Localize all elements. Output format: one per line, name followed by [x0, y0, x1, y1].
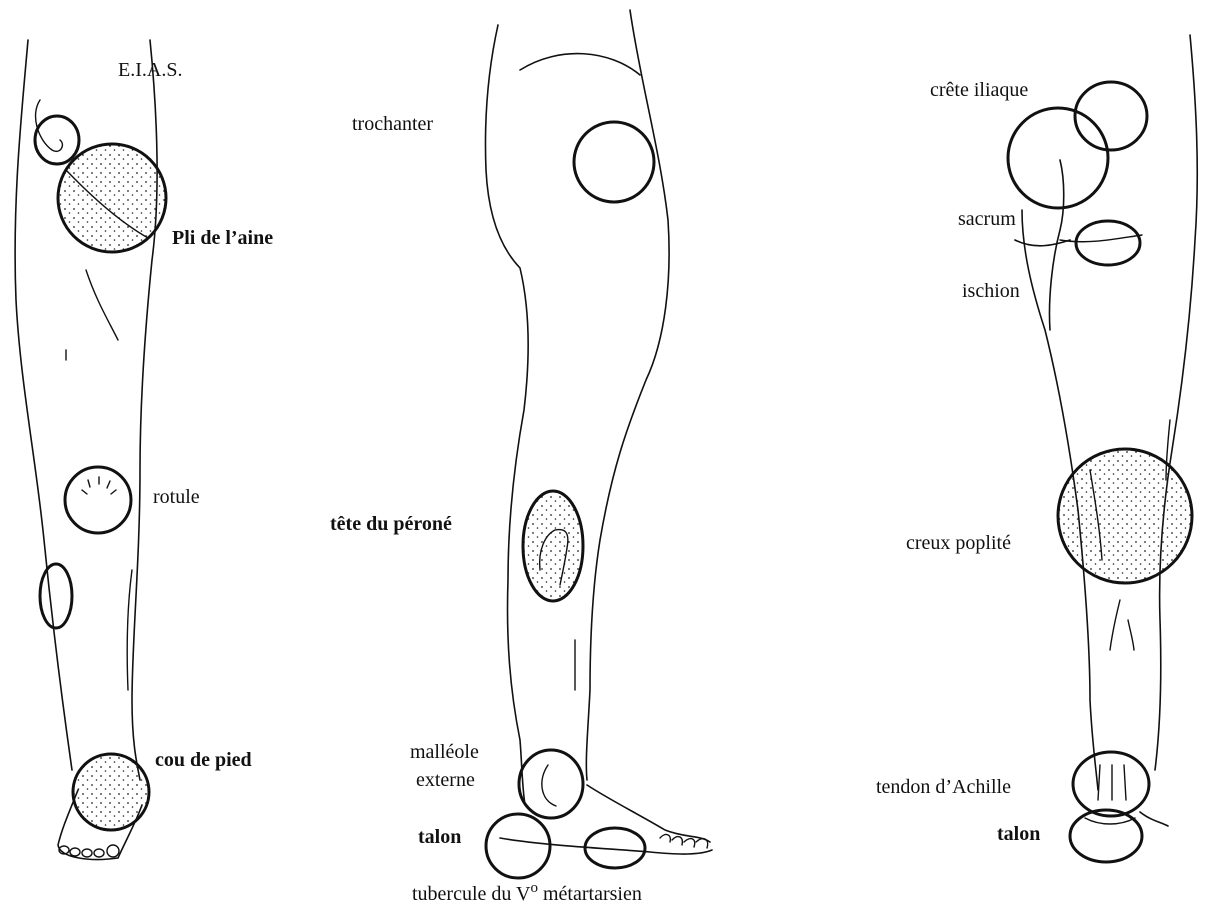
label-tubercule-suffix: métartarsien [538, 883, 642, 905]
side-foot-top [587, 785, 710, 842]
label-malleole-line2: externe [416, 769, 475, 791]
front-leg-view: E.I.A.S. Pli de l’aine rotule cou de pie… [15, 40, 273, 859]
label-cou-de-pied: cou de pied [155, 749, 252, 771]
talon-back-ellipse [1070, 810, 1142, 862]
eias-ellipse [35, 116, 79, 164]
back-calf-line-1 [1110, 600, 1120, 650]
pli-aine-circle [58, 144, 166, 252]
label-tendon-achille: tendon d’Achille [876, 776, 1011, 798]
tete-perone-ellipse [523, 491, 583, 601]
label-tete-perone: tête du péroné [330, 513, 452, 535]
rotule-circle [65, 467, 131, 533]
label-eias: E.I.A.S. [118, 59, 182, 81]
crete-iliaque-circle [1008, 108, 1108, 208]
tendon-achille-detail [1098, 765, 1126, 800]
label-sacrum: sacrum [958, 208, 1016, 230]
label-ischion: ischion [962, 280, 1020, 302]
back-leg-outline-right [1155, 35, 1197, 770]
trochanter-circle [574, 122, 654, 202]
front-shin-line [127, 570, 132, 690]
label-pli-aine: Pli de l’aine [172, 227, 273, 249]
cou-de-pied-circle [73, 754, 149, 830]
back-heel-edge [1140, 812, 1168, 826]
side-leg-outline-back [486, 25, 529, 805]
label-talon-back: talon [997, 823, 1040, 845]
label-creux-poplite: creux poplité [906, 532, 1011, 554]
back-calf-line-2 [1128, 620, 1134, 650]
rotule-ticks [82, 477, 116, 494]
talon-back-detail [1085, 818, 1135, 824]
creux-poplite-circle [1058, 449, 1192, 583]
tendon-achille-ellipse [1073, 752, 1149, 816]
label-tubercule-sup: o [531, 880, 539, 896]
label-trochanter: trochanter [352, 113, 433, 135]
label-tubercule: tubercule du Vo métartarsien [412, 880, 642, 905]
front-leg-outline-left [15, 40, 72, 770]
malleole-detail [542, 765, 556, 806]
side-toes [660, 835, 708, 848]
side-leg-view: trochanter tête du péroné malléole exter… [330, 10, 712, 905]
label-tubercule-prefix: tubercule du V [412, 883, 531, 905]
front-thigh-line [86, 270, 118, 340]
ischion-ellipse [1076, 221, 1140, 265]
label-rotule: rotule [153, 486, 200, 508]
back-leg-view: crête iliaque sacrum ischion creux popli… [876, 35, 1197, 862]
label-talon-side: talon [418, 826, 461, 848]
label-malleole-line1: malléole [410, 741, 479, 763]
malleole-externe-ellipse [519, 750, 583, 818]
side-foot-sole [500, 838, 712, 854]
back-sacrum-line [1060, 235, 1142, 242]
lateral-ellipse [40, 564, 72, 628]
side-buttock-line [520, 54, 640, 75]
talon-side-ellipse [486, 814, 550, 878]
label-crete-iliaque: crête iliaque [930, 79, 1028, 101]
